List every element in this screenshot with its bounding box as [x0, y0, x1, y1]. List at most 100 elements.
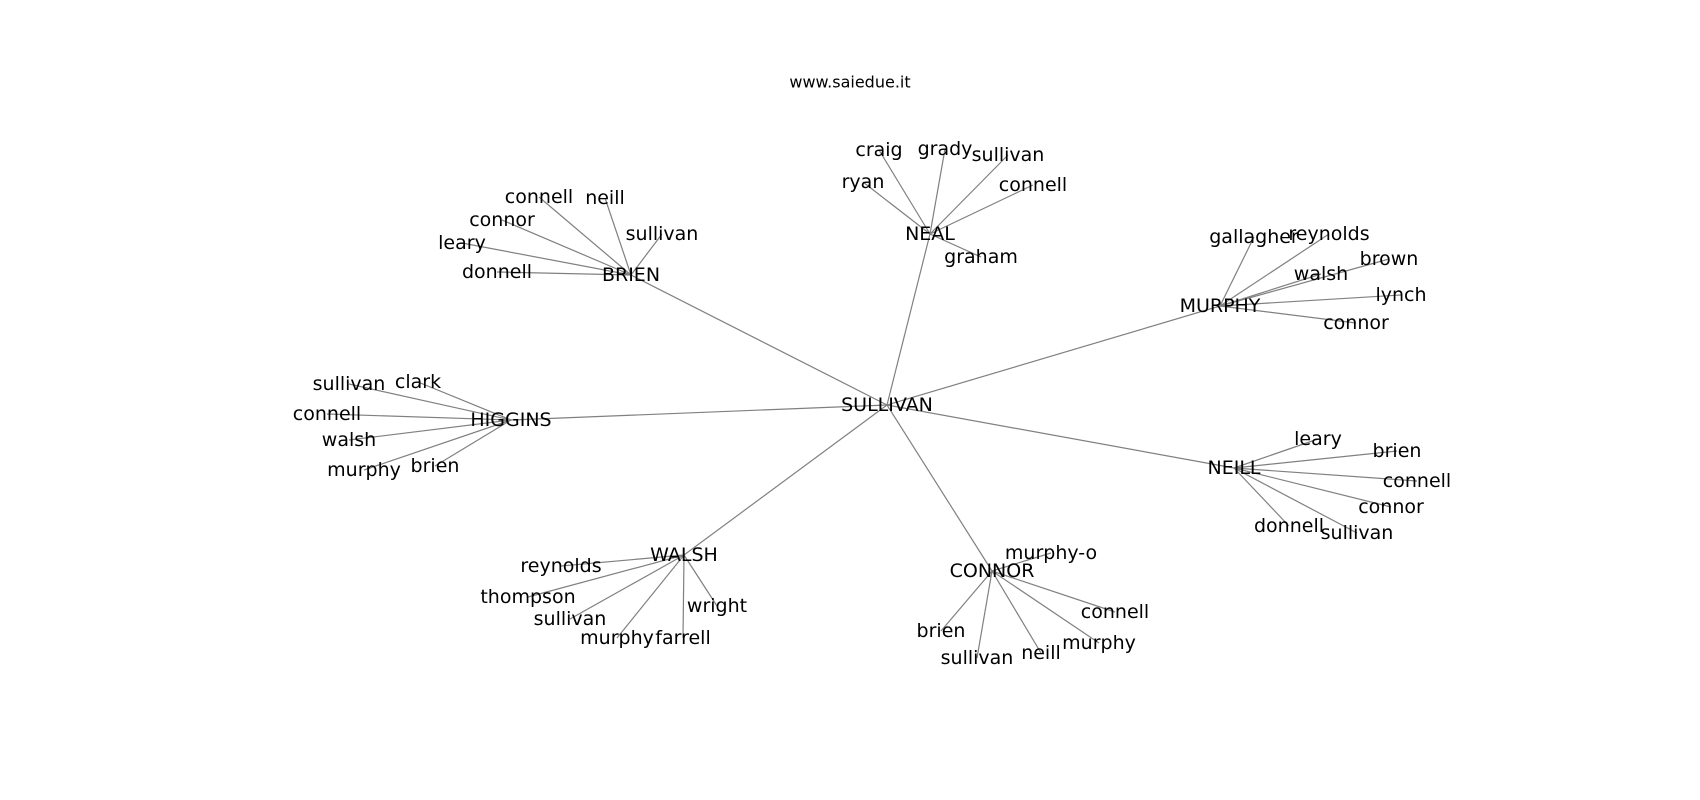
leaf-node-label: connell [1383, 470, 1451, 492]
hub-node-label: NEAL [905, 223, 955, 245]
edge-murphy-brown [1219, 258, 1390, 307]
leaf-node-label: leary [438, 232, 486, 254]
edge-connor-neill [991, 570, 1042, 654]
leaf-node-label: graham [944, 246, 1018, 268]
leaf-node-label: wright [687, 595, 747, 617]
labels-layer: SULLIVAN BRIEN connell neill connor sullivan l… [293, 138, 1451, 669]
edge-walsh-murphy [616, 554, 685, 639]
edge-brien-connor [501, 219, 632, 276]
edge-connor-murphy-o [991, 552, 1052, 572]
leaf-node-label: sullivan [1321, 522, 1394, 544]
edge-root-walsh [683, 404, 888, 556]
leaf-node-label: gallagher [1209, 226, 1299, 248]
edge-brien-leary [461, 242, 632, 276]
leaf-node-label: clark [395, 371, 441, 393]
leaf-node-label: brien [1373, 440, 1422, 462]
edge-higgins-connell [326, 413, 512, 421]
edge-neill-sullivan [1233, 467, 1358, 534]
edge-root-murphy [886, 305, 1221, 406]
edge-neal-graham [929, 233, 982, 258]
leaf-node-label: brien [917, 620, 966, 642]
edge-murphy-connor [1219, 305, 1357, 324]
edge-neal-sullivan [929, 154, 1009, 235]
root-node-label: SULLIVAN [841, 394, 933, 416]
edge-higgins-sullivan [348, 383, 512, 421]
leaf-node-label: ryan [842, 171, 885, 193]
leaf-node-label: murphy-o [1005, 542, 1097, 564]
edge-brien-donnell [496, 271, 632, 276]
edge-root-neill [886, 404, 1235, 469]
leaf-node-label: connell [999, 174, 1067, 196]
leaf-node-label: sullivan [972, 144, 1045, 166]
site-label: www.saiedue.it [789, 73, 910, 92]
edge-neill-donnell [1233, 467, 1290, 527]
edges-layer [326, 148, 1418, 659]
leaf-node-label: farrell [655, 627, 710, 649]
edge-higgins-clark [417, 381, 512, 421]
leaf-node-label: connor [469, 209, 535, 231]
edge-neal-grady [929, 148, 946, 235]
edge-murphy-reynolds [1219, 233, 1330, 307]
edge-connor-murphy [991, 570, 1100, 644]
hub-node-label: MURPHY [1180, 295, 1261, 317]
leaf-node-label: reynolds [1288, 223, 1369, 245]
edge-neill-connor [1233, 467, 1392, 508]
leaf-node-label: connell [293, 403, 361, 425]
edge-connor-sullivan [976, 570, 993, 659]
edge-murphy-lynch [1219, 294, 1402, 307]
edge-walsh-wright [683, 554, 718, 607]
hub-node-label: NEILL [1208, 457, 1261, 479]
leaf-node-label: murphy [327, 459, 401, 481]
leaf-node-label: sullivan [534, 608, 607, 630]
leaf-node-label: connor [1358, 496, 1424, 518]
edge-neal-connell [929, 184, 1034, 235]
edge-walsh-farrell [682, 554, 685, 639]
leaf-node-label: connell [505, 186, 573, 208]
edge-neal-ryan [862, 181, 931, 235]
leaf-node-label: murphy [1062, 632, 1136, 654]
leaf-node-label: brown [1360, 248, 1419, 270]
edge-higgins-walsh [348, 419, 512, 441]
edge-neal-craig [878, 149, 931, 235]
leaf-node-label: connell [1081, 601, 1149, 623]
leaf-node-label: donnell [1254, 515, 1324, 537]
edge-walsh-thompson [527, 554, 685, 598]
edge-connor-brien [940, 570, 993, 632]
leaf-node-label: reynolds [520, 555, 601, 577]
leaf-node-label: grady [918, 138, 973, 160]
edge-higgins-brien [434, 419, 512, 467]
leaf-node-label: thompson [480, 586, 575, 608]
edge-root-neal [886, 233, 931, 406]
edge-brien-neill [604, 197, 632, 276]
edge-murphy-walsh [1219, 273, 1322, 307]
edge-root-brien [630, 274, 888, 406]
leaf-node-label: sullivan [313, 373, 386, 395]
edge-connor-connell [991, 570, 1116, 613]
edge-murphy-gallagher [1219, 236, 1255, 307]
leaf-node-label: walsh [322, 429, 376, 451]
leaf-node-label: connor [1323, 312, 1389, 334]
leaf-node-label: sullivan [941, 647, 1014, 669]
edge-neill-leary [1233, 438, 1319, 469]
leaf-node-label: neill [1021, 642, 1061, 664]
leaf-node-label: lynch [1375, 284, 1426, 306]
hub-node-label: WALSH [650, 544, 718, 566]
leaf-node-label: neill [585, 187, 625, 209]
hub-node-label: BRIEN [602, 264, 660, 286]
edge-walsh-reynolds [560, 554, 685, 567]
edge-higgins-murphy [363, 419, 512, 471]
edge-brien-sullivan [630, 233, 663, 276]
leaf-node-label: murphy [580, 627, 654, 649]
leaf-node-label: craig [855, 139, 902, 161]
leaf-node-label: leary [1294, 428, 1342, 450]
leaf-node-label: donnell [462, 261, 532, 283]
edge-neill-connell [1233, 467, 1418, 482]
edge-root-connor [886, 404, 993, 572]
leaf-node-label: walsh [1294, 263, 1348, 285]
leaf-node-label: brien [411, 455, 460, 477]
edge-neill-brien [1233, 450, 1398, 469]
hub-node-label: CONNOR [950, 560, 1035, 582]
leaf-node-label: sullivan [626, 223, 699, 245]
edge-root-higgins [510, 404, 888, 421]
